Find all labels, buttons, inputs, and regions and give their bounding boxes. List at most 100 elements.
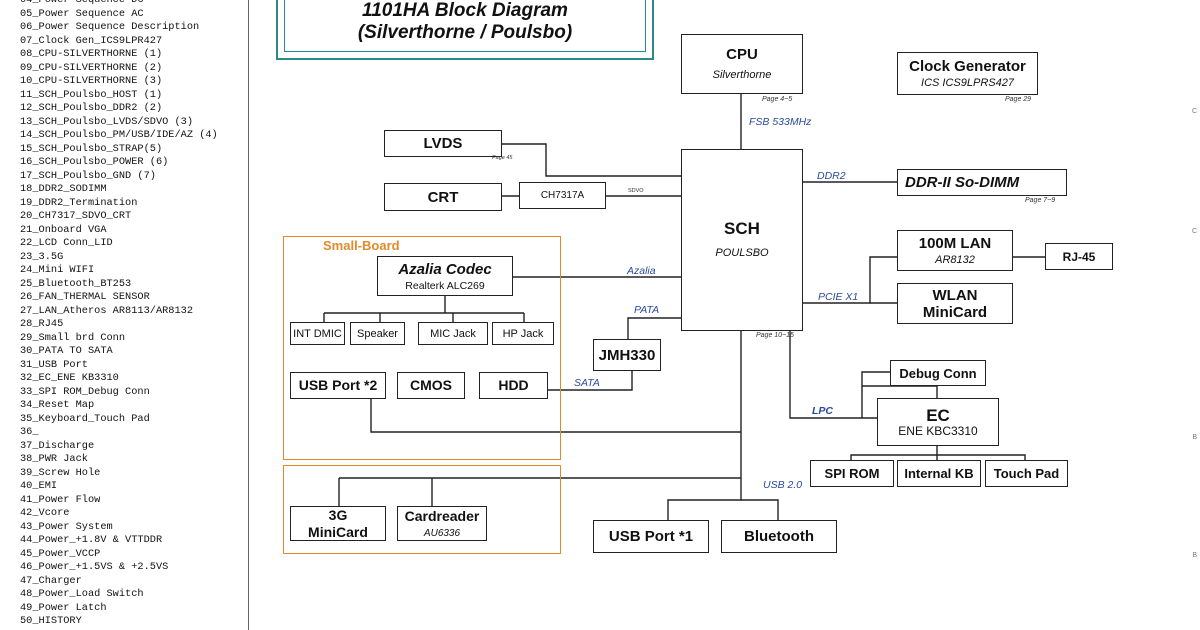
index-item: 38_PWR Jack [20,453,88,465]
sch-sub: POULSBO [715,247,769,259]
touch-pad-block: Touch Pad [985,460,1068,487]
ddr-label: DDR-II So-DIMM [905,174,1020,191]
index-item: 47_Charger [20,574,82,587]
index-item: 06_Power Sequence Description [20,21,200,33]
spi-label: SPI ROM [824,466,880,481]
cmos-label: CMOS [410,377,452,393]
index-item: 46_Power_+1.5VS & +2.5VS [20,561,169,573]
index-item: 17_SCH_Poulsbo_GND (7) [20,169,156,182]
lan-sub: AR8132 [935,253,975,266]
index-item: 48_Power_Load Switch [20,588,144,600]
sdvo-label: SDVO [628,188,644,194]
index-item: 28_RJ45 [20,318,64,330]
hdd-label: HDD [498,377,529,393]
mic-jack-label: MIC Jack [430,327,476,340]
index-item: 29_Small brd Conn [20,331,126,344]
wlan-line2: MiniCard [922,303,988,321]
tp-label: Touch Pad [993,466,1060,481]
index-item: 26_FAN_THERMAL SENSOR [20,291,150,303]
3g-line1: 3G [328,506,348,523]
usb1-label: USB Port *1 [608,528,694,545]
clock-generator-block: Clock Generator ICS ICS9LPRS427 [897,52,1038,95]
wire-lvds-sch [502,143,682,177]
3g-line2: MiniCard [308,523,368,540]
index-item: 19_DDR2_Termination [20,196,138,209]
internal-kb-block: Internal KB [897,460,981,487]
sata-label: SATA [574,377,600,389]
wire-usb-bottom [667,478,742,520]
wlan-line1: WLAN [932,286,978,304]
index-item: 23_3.5G [20,250,64,263]
crt-label: CRT [427,188,459,206]
speaker-label: Speaker [357,327,398,340]
ddr-page: Page 7~9 [1025,197,1056,204]
lan-block: 100M LAN AR8132 [897,230,1013,271]
index-item: 36_ [20,426,39,438]
speaker-block: Speaker [350,322,405,345]
hdd-block: HDD [479,372,548,399]
index-item: 10_CPU-SILVERTHORNE (3) [20,75,163,87]
index-item: 14_SCH_Poulsbo_PM/USB/IDE/AZ (4) [20,129,218,141]
index-item: 22_LCD Conn_LID [20,237,113,249]
usb-bus-label: USB 2.0 [763,479,803,491]
diagram-title: 1101HA Block Diagram (Silverthorne / Pou… [284,0,646,52]
pata-label: PATA [634,304,660,316]
edge-mark-4: B [1192,552,1197,559]
index-item: 44_Power_+1.8V & VTTDDR [20,534,163,546]
codec-sub: Realterk ALC269 [405,279,485,292]
bt-label: Bluetooth [744,528,814,545]
fsb-label: FSB 533MHz [749,116,812,128]
cardreader-block: Cardreader AU6336 [397,506,487,541]
spi-rom-block: SPI ROM [810,460,894,487]
hp-jack-block: HP Jack [492,322,554,345]
ddr-sodimm-block: DDR-II So-DIMM [897,169,1067,196]
sch-page: Page 10~15 [756,332,794,339]
index-item: 27_LAN_Atheros AR8113/AR8132 [20,304,194,317]
index-item: 50_HISTORY [20,615,82,627]
jmh330-label: JMH330 [598,346,656,364]
card-sub: AU6336 [423,527,461,539]
ch7317-block: CH7317A [519,182,606,209]
wire-lpc [789,331,877,419]
wire-pata [627,317,682,339]
cmos-block: CMOS [397,372,465,399]
lpc-label: LPC [812,405,833,417]
edge-mark-3: B [1192,434,1197,441]
index-item: 21_Onboard VGA [20,223,107,236]
ec-sub: ENE KBC3310 [898,423,978,438]
crt-block: CRT [384,183,502,211]
clock-label: Clock Generator [909,57,1026,75]
pcie-label: PCIE X1 [818,291,859,303]
wire-usb-bt [741,499,779,520]
index-item: 41_Power Flow [20,493,101,506]
cpu-sub: Silverthorne [712,69,772,81]
jmh330-block: JMH330 [593,339,661,371]
wire-usb-small [370,331,742,433]
codec-label: Azalia Codec [398,260,492,278]
rj45-block: RJ-45 [1045,243,1113,270]
index-item: 37_Discharge [20,439,95,452]
lvds-label: LVDS [423,135,463,152]
azalia-codec-block: Azalia Codec Realterk ALC269 [377,256,513,296]
sch-label: SCH [724,219,760,238]
index-item: 07_Clock Gen_ICS9LPR427 [20,34,163,47]
ikb-label: Internal KB [904,466,974,481]
hp-jack-label: HP Jack [502,327,544,340]
cpu-page: Page 4~5 [762,96,793,103]
cpu-label: CPU [726,46,758,63]
cpu-block: CPU Silverthorne [681,34,803,94]
index-item: 40_EMI [20,480,58,492]
index-item: 31_USB Port [20,358,88,371]
mic-jack-block: MIC Jack [418,322,488,345]
wire-pcie [803,256,897,304]
index-item: 15_SCH_Poulsbo_STRAP(5) [20,142,163,155]
index-item: 25_Bluetooth_BT253 [20,277,132,290]
debug-label: Debug Conn [899,365,977,381]
ch7317-label: CH7317A [540,190,585,201]
index-item: 18_DDR2_SODIMM [20,183,107,195]
lower-board-group [283,465,561,554]
clock-page: Page 29 [1005,96,1032,103]
index-item: 04_Power Sequence DC [20,0,144,6]
azalia-label: Azalia [627,265,656,277]
